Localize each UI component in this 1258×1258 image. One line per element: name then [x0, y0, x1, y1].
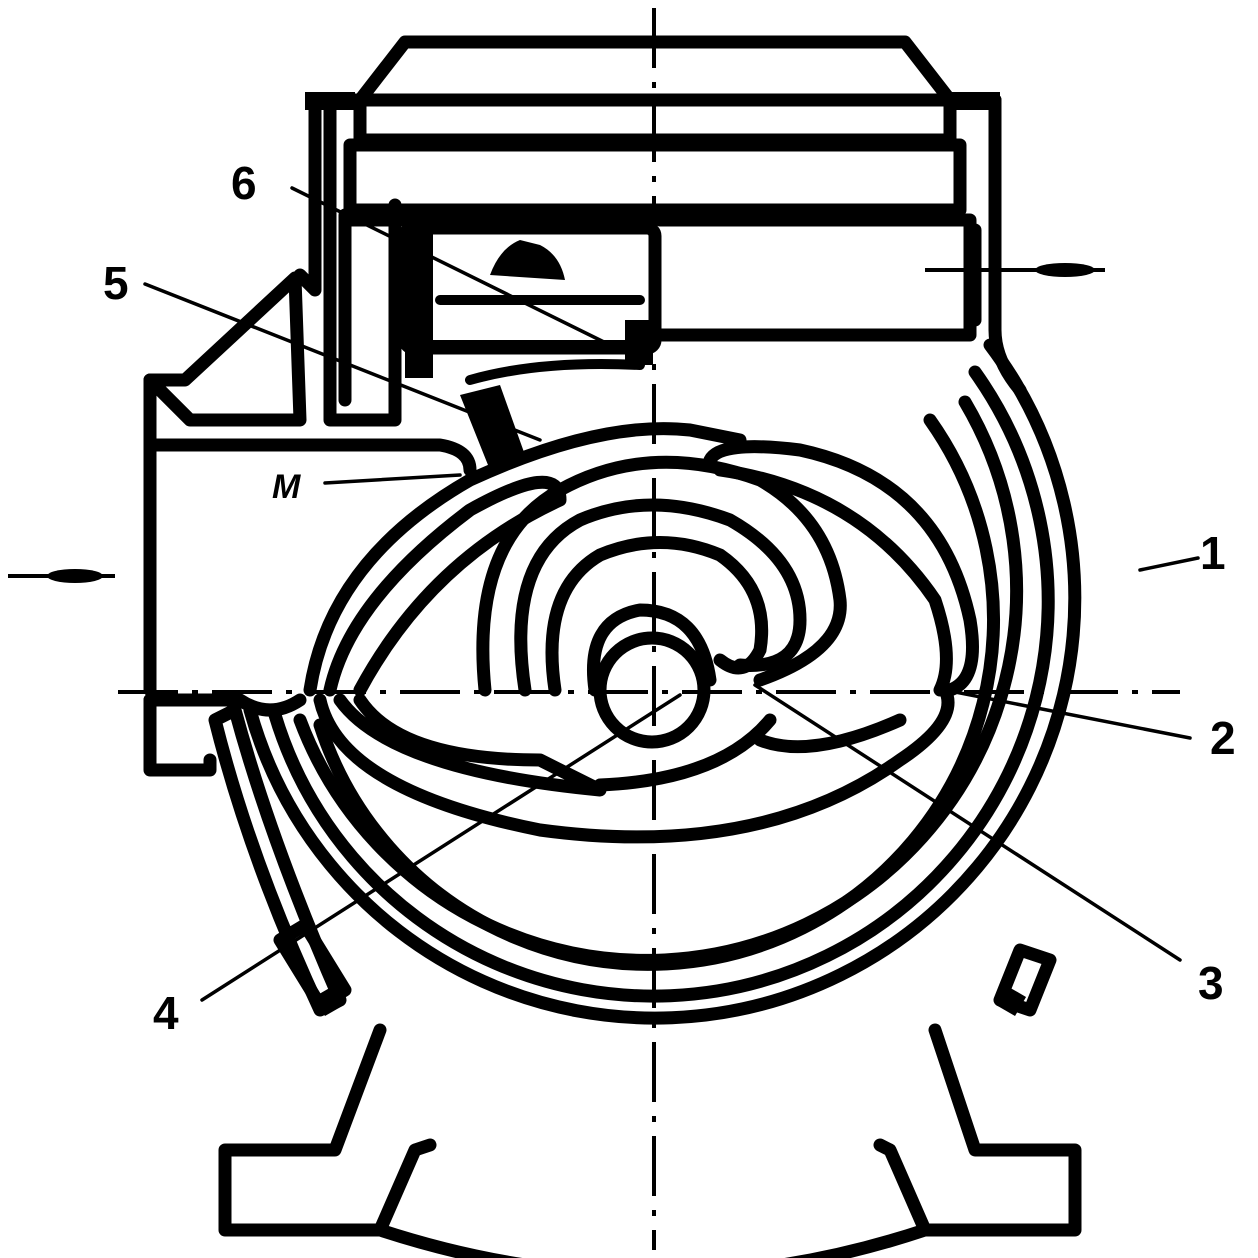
- outer-casing: [243, 338, 1082, 1025]
- callout-label-2: 2: [1210, 712, 1236, 764]
- mounting-feet: [218, 1023, 1082, 1258]
- discharge-valve: [398, 221, 662, 470]
- lower-left-slot: [208, 703, 1057, 1017]
- callout-label-1: 1: [1200, 527, 1226, 579]
- orbiting-scroll: [476, 455, 907, 792]
- fixed-scroll: [303, 422, 979, 844]
- callout-label-5: 5: [103, 257, 129, 309]
- callout-label-6: 6: [231, 157, 257, 209]
- callout-label-4: 4: [153, 987, 179, 1039]
- callout-label-m: M: [272, 468, 301, 506]
- callout-label-3: 3: [1198, 957, 1224, 1009]
- arrow-right-icon: [925, 263, 1105, 277]
- leader-lines: [143, 186, 1200, 1002]
- arrow-left-icon: [8, 569, 115, 583]
